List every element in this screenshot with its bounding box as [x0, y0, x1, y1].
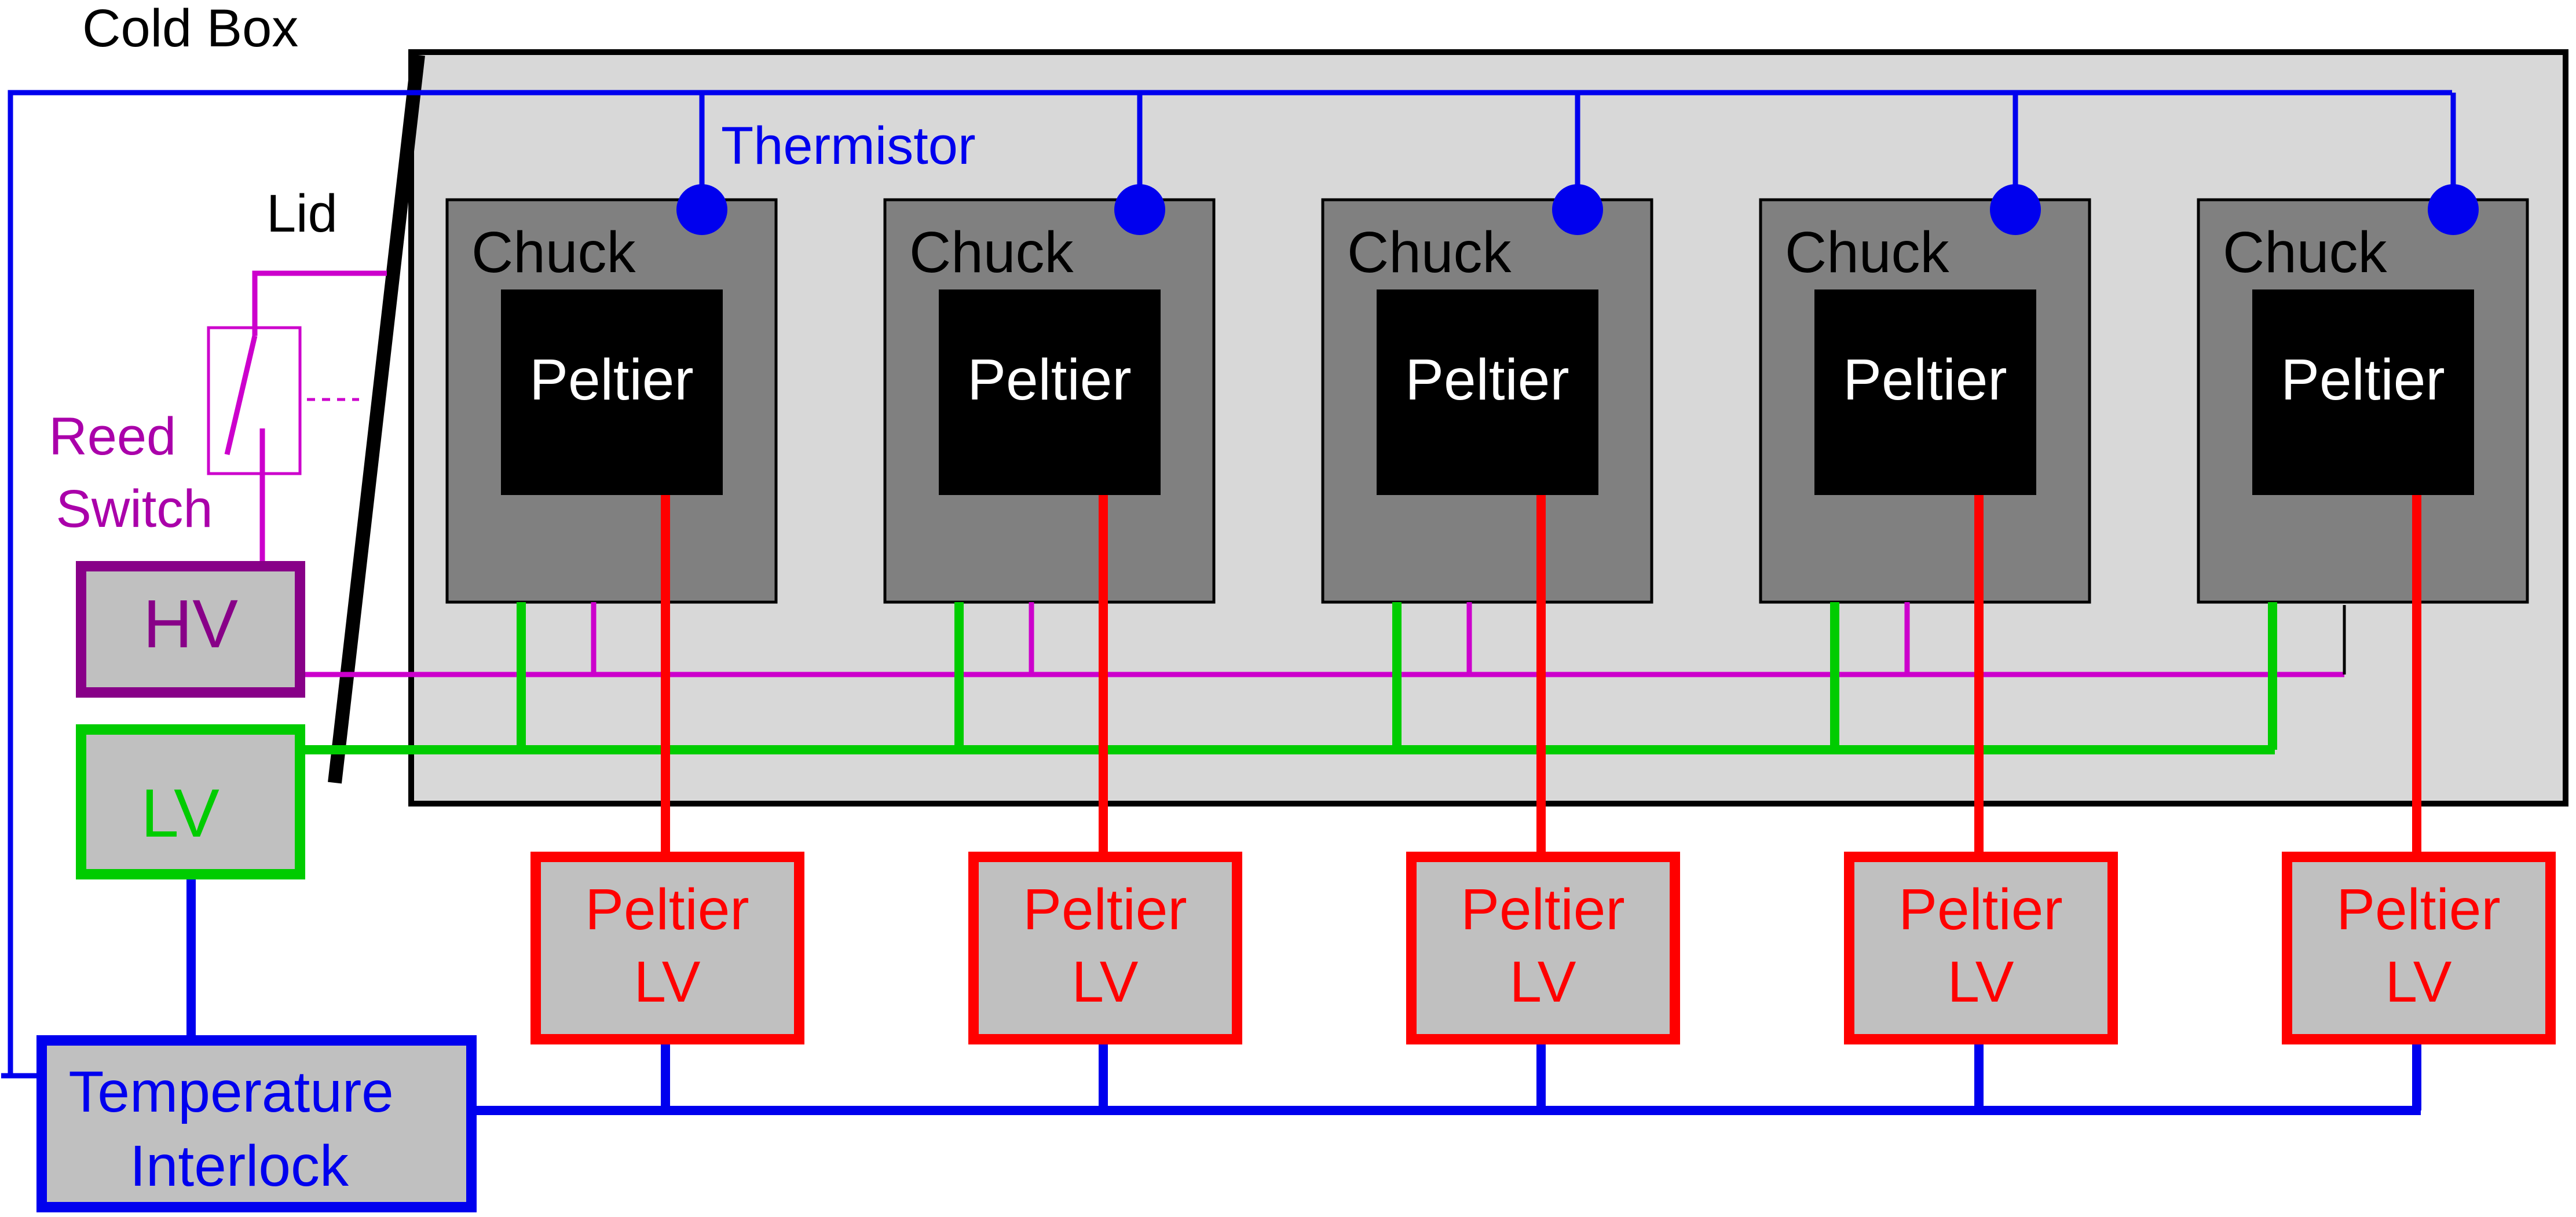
peltier-label: Peltier — [1843, 347, 2007, 412]
interlock-box — [36, 1035, 477, 1212]
hv-box — [76, 561, 305, 698]
chuck-label: Chuck — [909, 220, 1074, 285]
chuck-label: Chuck — [1347, 220, 1512, 285]
lv-label: LV — [141, 775, 219, 852]
peltier-label: Peltier — [2281, 347, 2445, 412]
peltier-lv-label-line1: Peltier — [2336, 877, 2500, 942]
hv-label: HV — [143, 586, 238, 662]
interlock-wiring — [186, 875, 2421, 1115]
reed-switch — [207, 270, 387, 570]
lid-label: Lid — [266, 184, 338, 243]
chuck-label: Chuck — [2223, 220, 2387, 285]
reed-switch-contact — [224, 335, 258, 456]
peltier-lv-label-line1: Peltier — [1898, 877, 2062, 942]
reed-switch-label: Reed Switch — [49, 407, 213, 538]
peltier-lv-label-line1: Peltier — [1023, 877, 1187, 942]
peltier-lv-box — [530, 852, 804, 1044]
peltier-label: Peltier — [967, 347, 1131, 412]
peltier-lv-box — [1844, 852, 2118, 1044]
peltier-element — [2252, 289, 2474, 495]
thermistor-sensor — [1990, 184, 2041, 235]
peltier-element — [1814, 289, 2036, 495]
thermistor-sensor — [2428, 184, 2479, 235]
interlock-label: Temperature Interlock — [68, 1060, 409, 1198]
cold-box-label: Cold Box — [82, 0, 298, 58]
peltier-lv-label-line1: Peltier — [1461, 877, 1624, 942]
peltier-lv-label-line2: LV — [1510, 950, 1576, 1014]
thermistor-sensor — [676, 184, 727, 235]
peltier-lv-box — [1406, 852, 1680, 1044]
peltier-lv-box — [968, 852, 1242, 1044]
chuck-label: Chuck — [1785, 220, 1949, 285]
peltier-lv-label-line1: Peltier — [585, 877, 749, 942]
lv-box — [76, 724, 305, 879]
peltier-element — [1377, 289, 1598, 495]
thermistor-label: Thermistor — [721, 116, 976, 175]
chuck-label: Chuck — [471, 220, 636, 285]
thermistor-bus-line — [1, 90, 2452, 1079]
peltier-lv-label-line2: LV — [1072, 950, 1139, 1014]
peltier-lv-box — [2282, 852, 2556, 1044]
peltier-lv-label-line2: LV — [2385, 950, 2452, 1014]
peltier-label: Peltier — [1405, 347, 1569, 412]
peltier-lv-label-line2: LV — [1948, 950, 2014, 1014]
peltier-label: Peltier — [529, 347, 693, 412]
thermistor-sensor — [1552, 184, 1603, 235]
interlock-label-line2: Interlock — [130, 1134, 349, 1198]
interlock-label-line1: Temperature — [68, 1060, 393, 1124]
reed-switch-wire-top — [252, 270, 387, 336]
thermistor-sensor — [1114, 184, 1165, 235]
peltier-element — [501, 289, 723, 495]
reed-switch-label-line2: Switch — [56, 479, 213, 538]
peltier-element — [939, 289, 1161, 495]
reed-switch-label-line1: Reed — [49, 407, 176, 466]
lid — [328, 54, 425, 784]
peltier-lv-label-line2: LV — [634, 950, 701, 1014]
